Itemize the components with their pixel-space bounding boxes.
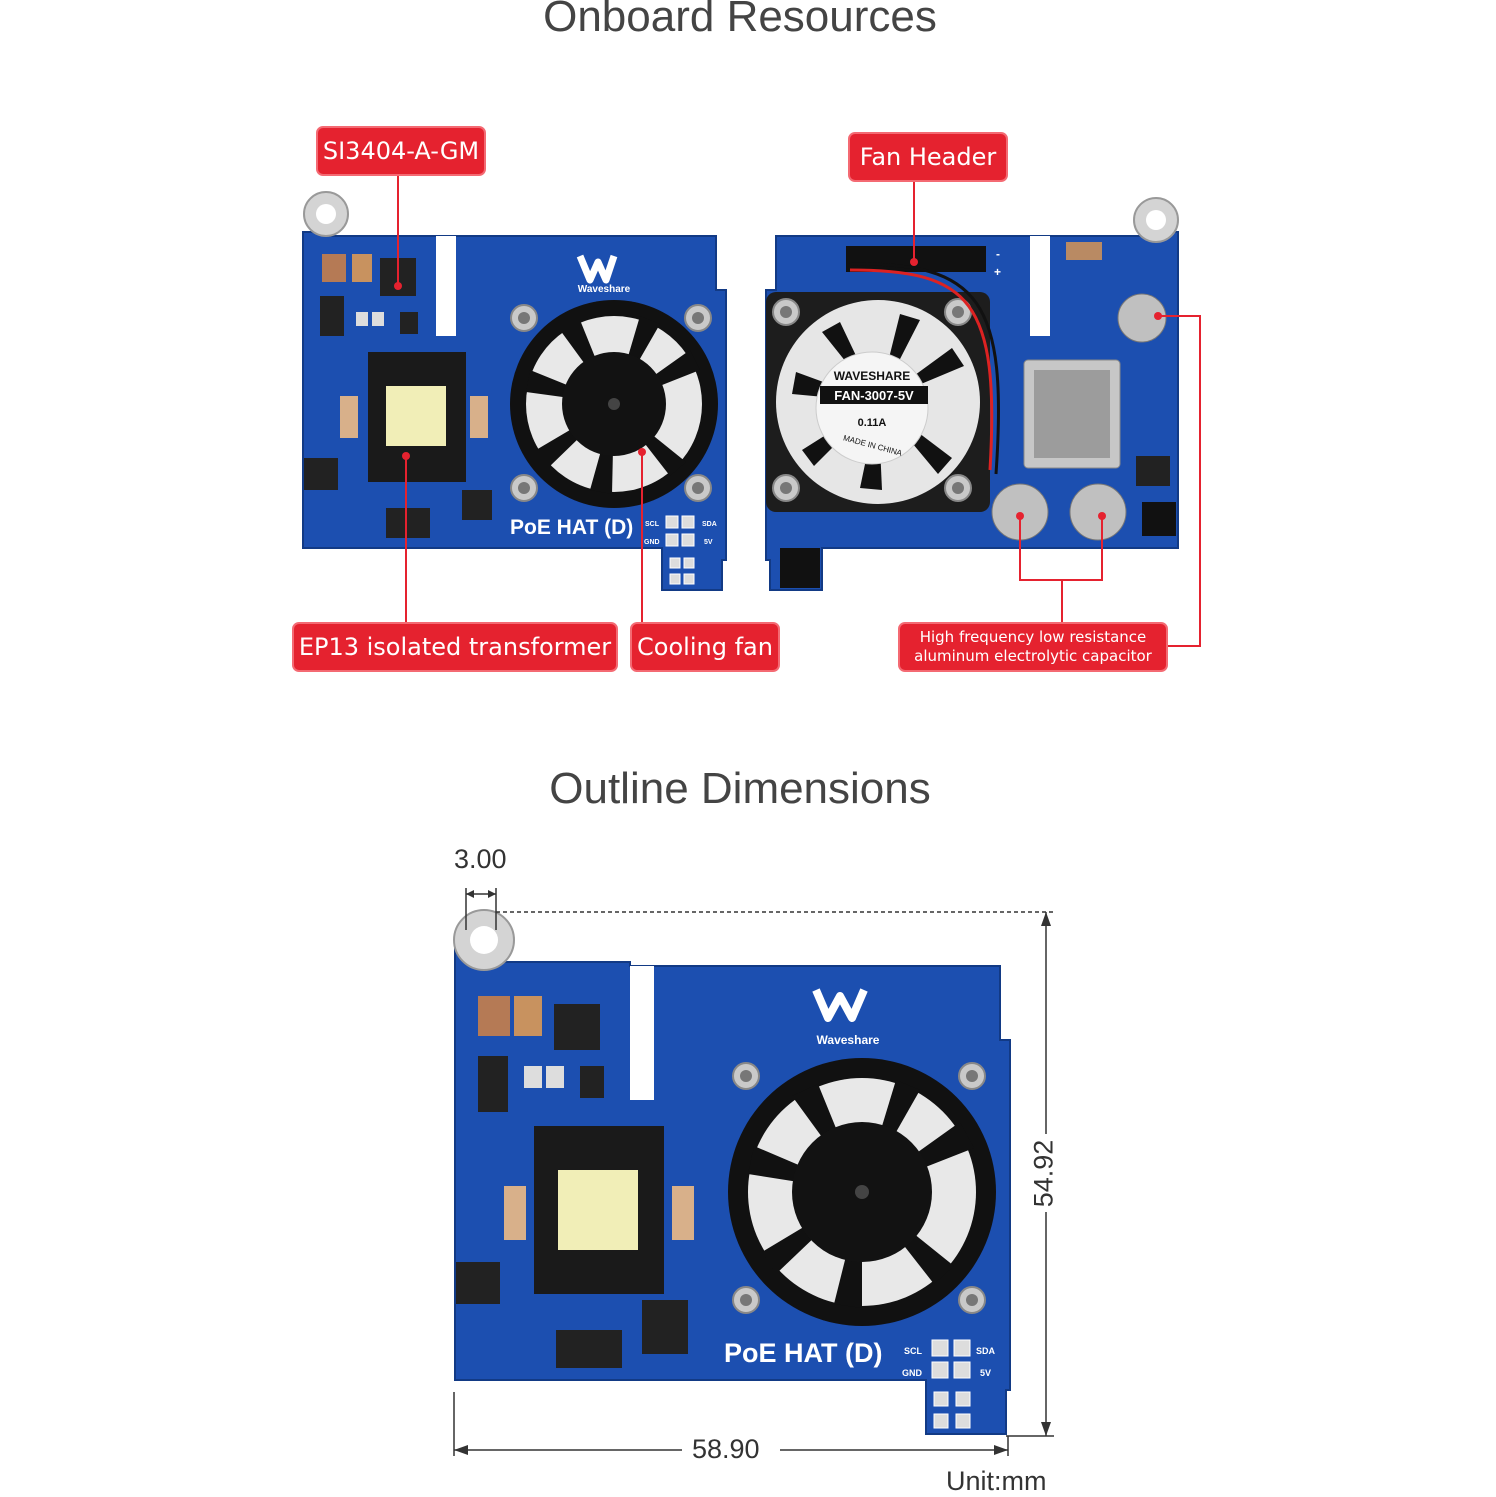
callout-si3404: SI3404-A-GM xyxy=(316,126,486,176)
dimension-height: 54.92 xyxy=(1028,1139,1059,1208)
pin-gnd-label: GND xyxy=(644,539,660,546)
dimension-width: 58.90 xyxy=(692,1434,760,1464)
callout-cooling-fan: Cooling fan xyxy=(630,622,780,672)
capacitor xyxy=(1069,483,1127,541)
board-bottom-view: - + WAVESHARE FAN-3007-5V 0.11A MADE IN … xyxy=(765,197,1179,591)
callout-transformer: EP13 isolated transformer xyxy=(292,622,618,672)
capacitor xyxy=(1117,293,1167,343)
board-top-view: Waveshare PoE HAT (D) SCL SDA GND 5V xyxy=(302,191,727,591)
callout-fan-header: Fan Header xyxy=(848,132,1008,182)
board-brand-small: Waveshare xyxy=(578,284,631,295)
board-brand-large: Waveshare xyxy=(817,1033,880,1047)
pin-sda-label-large: SDA xyxy=(976,1346,996,1356)
dimension-lines xyxy=(453,888,1054,1456)
fan-current-label: 0.11A xyxy=(858,417,887,429)
outline-dimensions-title: Outline Dimensions xyxy=(549,764,931,813)
board-dimension-view: Waveshare PoE HAT (D) SCL SDA GND 5V xyxy=(453,909,1011,1435)
pin-scl-label-large: SCL xyxy=(904,1346,923,1356)
dimension-hole-offset: 3.00 xyxy=(454,844,507,874)
board-product-name-large: PoE HAT (D) xyxy=(724,1338,882,1368)
pin-5v-label: 5V xyxy=(704,539,713,546)
leader-lines xyxy=(397,176,1201,647)
board-product-name: PoE HAT (D) xyxy=(510,516,633,539)
pin-gnd-label-large: GND xyxy=(902,1368,923,1378)
pin-5v-label-large: 5V xyxy=(980,1368,991,1378)
svg-text:+: + xyxy=(994,265,1001,279)
fan-model-label: FAN-3007-5V xyxy=(834,388,914,403)
pin-sda-label: SDA xyxy=(702,521,717,528)
callout-capacitor: High frequency low resistance aluminum e… xyxy=(898,622,1168,672)
dimension-unit: Unit:mm xyxy=(946,1466,1047,1496)
fan-brand-label: WAVESHARE xyxy=(834,369,910,383)
pin-scl-label: SCL xyxy=(645,521,660,528)
svg-text:-: - xyxy=(996,247,1000,261)
onboard-resources-title: Onboard Resources xyxy=(543,0,937,41)
